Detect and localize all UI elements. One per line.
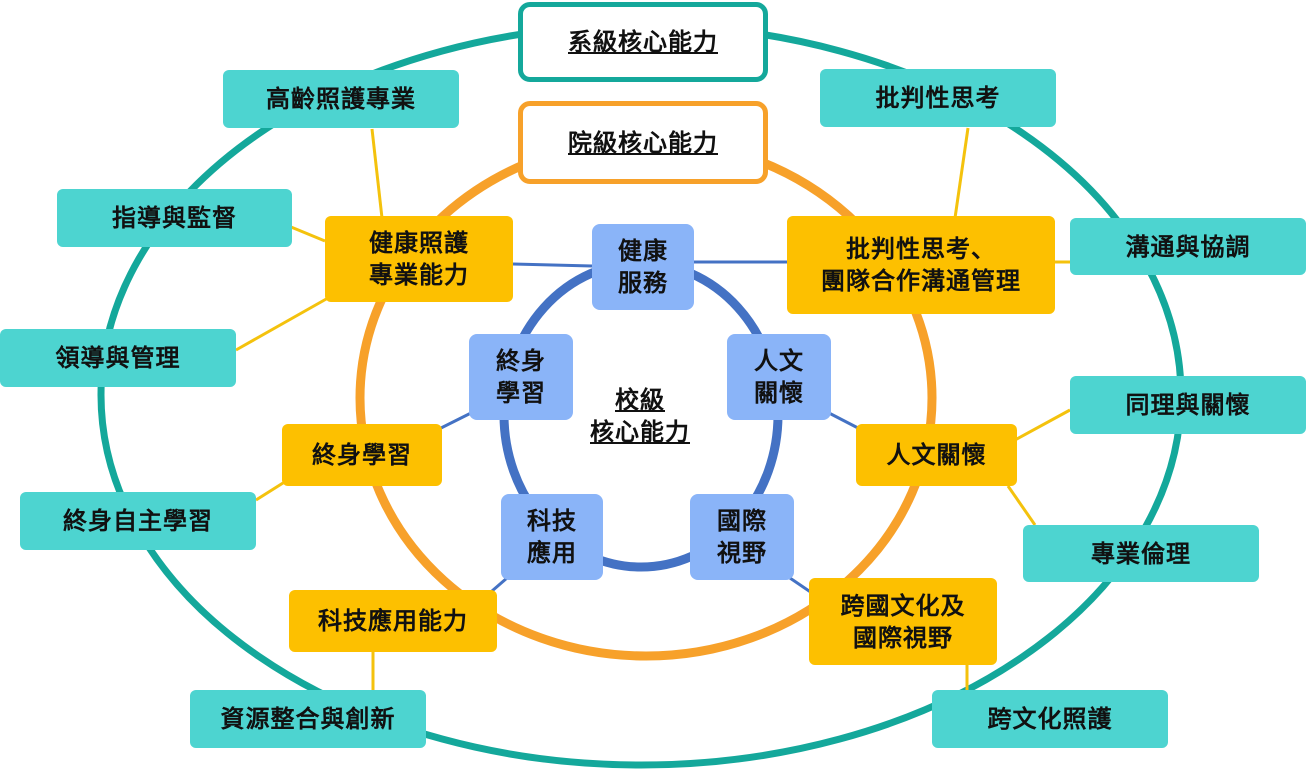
connector-global-school	[786, 574, 813, 595]
school-lifelong-learning: 終身 學習	[469, 334, 573, 420]
school-title-line1: 校級	[615, 386, 665, 414]
connector-elderly	[370, 128, 384, 219]
connector-empathy	[1014, 408, 1071, 442]
connector-humanities-school	[828, 411, 859, 430]
system-elderly-care: 高齡照護專業	[223, 70, 459, 128]
school-health-service: 健康 服務	[592, 224, 694, 310]
connector-criticalthinking	[953, 127, 970, 219]
system-crosscultural-care: 跨文化照護	[932, 690, 1168, 748]
school-title-line2: 核心能力	[590, 418, 690, 446]
school-global-vision: 國際 視野	[690, 494, 794, 580]
school-level-title: 校級 核心能力	[575, 384, 705, 448]
system-communication: 溝通與協調	[1070, 218, 1306, 275]
system-resource-integration: 資源整合與創新	[190, 690, 426, 748]
system-self-learning: 終身自主學習	[20, 492, 256, 550]
system-connectors	[235, 127, 1071, 690]
system-professional-ethics: 專業倫理	[1023, 525, 1259, 582]
system-level-title: 系級核心能力	[518, 2, 768, 82]
school-humanities: 人文 關懷	[727, 334, 831, 420]
system-critical-thinking: 批判性思考	[820, 69, 1056, 127]
school-tech-application: 科技 應用	[501, 494, 603, 580]
connector-health-school	[512, 262, 593, 268]
system-empathy-care: 同理與關懷	[1070, 376, 1306, 434]
college-health-care: 健康照護 專業能力	[325, 216, 513, 302]
college-humanities: 人文關懷	[856, 424, 1017, 486]
connector-lifelong-school	[440, 411, 472, 430]
connector-selflearning	[255, 481, 284, 502]
college-critical-teamwork: 批判性思考、 團隊合作溝通管理	[787, 216, 1055, 314]
connector-ethics	[1006, 485, 1037, 526]
connector-tech-school	[491, 576, 508, 593]
college-tech-ability: 科技應用能力	[289, 590, 497, 652]
college-lifelong-learning: 終身學習	[282, 424, 442, 486]
connector-leadership	[235, 296, 329, 352]
system-leadership-management: 領導與管理	[0, 329, 236, 387]
system-guidance-supervision: 指導與監督	[57, 189, 292, 247]
connector-guidance	[290, 225, 326, 243]
college-level-title: 院級核心能力	[518, 101, 768, 184]
college-crosscultural: 跨國文化及 國際視野	[809, 578, 997, 665]
